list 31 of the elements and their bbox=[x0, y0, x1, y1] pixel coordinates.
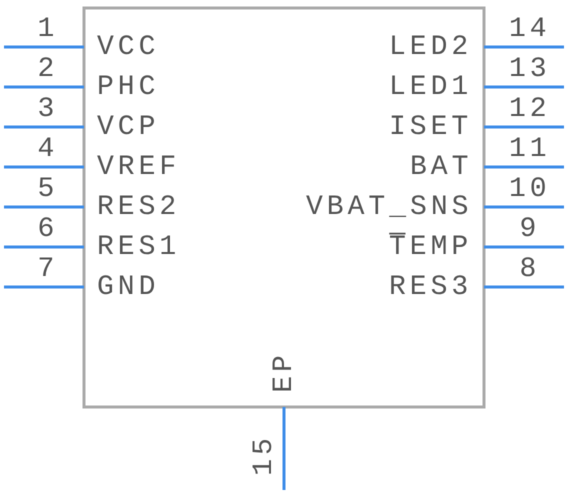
pin-number: 11 bbox=[509, 136, 551, 164]
pin-name: VCC bbox=[97, 34, 160, 62]
pin-number: 9 bbox=[520, 216, 540, 244]
pin-number: 7 bbox=[38, 256, 58, 284]
pin-name: GND bbox=[97, 274, 160, 302]
pin-name: RES2 bbox=[97, 194, 180, 222]
pin-number: 12 bbox=[509, 96, 551, 124]
chip-body bbox=[82, 6, 486, 408]
pin-name: ISET bbox=[389, 114, 472, 142]
pin-name: LED1 bbox=[389, 74, 472, 102]
pin-name: PHC bbox=[97, 74, 160, 102]
pin-number: 1 bbox=[38, 16, 58, 44]
pin-name: T̅EMP bbox=[389, 234, 472, 262]
pin-number: 8 bbox=[520, 256, 540, 284]
pin-name: EP bbox=[270, 351, 299, 393]
pin-number: 4 bbox=[38, 136, 58, 164]
pin-name: VCP bbox=[97, 114, 160, 142]
pin-number: 13 bbox=[509, 56, 551, 84]
pin-name: RES3 bbox=[389, 274, 472, 302]
pin-number: 6 bbox=[38, 216, 58, 244]
pin-name: RES1 bbox=[97, 234, 180, 262]
pin-number: 15 bbox=[250, 434, 279, 476]
pin-name: BAT bbox=[410, 154, 472, 182]
pin-number: 2 bbox=[38, 56, 58, 84]
pin-number: 5 bbox=[38, 176, 58, 204]
pin-number: 10 bbox=[509, 176, 551, 204]
pin-name: LED2 bbox=[389, 34, 472, 62]
pin-number: 14 bbox=[509, 16, 551, 44]
pin-name: VBAT_SNS bbox=[306, 194, 472, 222]
pin-number: 3 bbox=[38, 96, 58, 124]
pin-name: VREF bbox=[97, 154, 180, 182]
